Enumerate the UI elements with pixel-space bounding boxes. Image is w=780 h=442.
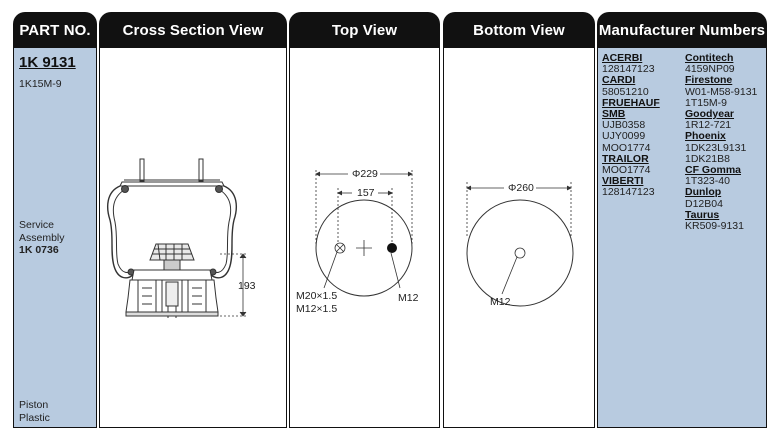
manufacturer-brand: Contitech: [685, 52, 734, 64]
top-view-column: Top View: [289, 12, 440, 428]
manufacturer-part-number: 1DK21B8: [685, 152, 730, 165]
manufacturer-part-number: MOO1774: [602, 164, 651, 177]
cross-section-drawing: 193: [107, 158, 256, 318]
cross-section-body: 193: [99, 48, 287, 428]
cross-section-header: Cross Section View: [99, 12, 287, 48]
top-view-left-label-1: M20×1.5: [296, 290, 337, 302]
manufacturer-brand: ACERBI: [602, 52, 643, 64]
service-label-2: Assembly: [19, 231, 65, 244]
manufacturer-brand: CF Gomma: [685, 164, 742, 177]
part-number: 1K 9131: [19, 54, 76, 71]
part-number-body: 1K 9131 1K15M-9 Service Assembly 1K 0736…: [13, 48, 97, 428]
bottom-view-drawing: Φ260 M12: [466, 182, 574, 308]
manufacturer-brand: CARDI: [602, 74, 636, 87]
service-assembly: Service Assembly 1K 0736: [19, 219, 65, 257]
top-view-header: Top View: [289, 12, 440, 48]
piston-label-1: Piston: [19, 399, 49, 411]
manufacturer-part-number: MOO1774: [602, 141, 651, 154]
manufacturer-brand: VIBERTI: [602, 175, 644, 188]
service-label-1: Service: [19, 219, 55, 231]
top-view-right-label: M12: [398, 292, 419, 304]
manufacturer-part-number: 128147123: [602, 63, 655, 76]
cross-section-height-label: 193: [238, 280, 256, 292]
manufacturer-part-number: D12B04: [685, 197, 723, 210]
service-number: 1K 0736: [19, 244, 59, 256]
cross-section-column: Cross Section View: [99, 12, 287, 428]
top-view-drawing: Φ229 157 M20×1.5 M12×1.5 M12: [296, 168, 419, 315]
manufacturer-part-number: 1DK23L9131: [685, 141, 747, 154]
manufacturer-brand: Firestone: [685, 74, 733, 87]
top-view-body: Φ229 157 M20×1.5 M12×1.5 M12: [289, 48, 440, 428]
bottom-view-body: Φ260 M12: [443, 48, 595, 428]
piston-label-2: Plastic: [19, 411, 50, 424]
manufacturer-brand: Dunlop: [685, 186, 722, 199]
bottom-view-label: M12: [490, 296, 511, 308]
piston-info: Piston Plastic: [19, 399, 50, 424]
manufacturer-brand: FRUEHAUF: [602, 96, 660, 109]
manufacturer-part-number: 128147123: [602, 186, 655, 199]
part-number-header: PART NO.: [13, 12, 97, 48]
manufacturer-part-number: UJY0099: [602, 130, 646, 143]
bottom-view-column: Bottom View Φ260 M12: [443, 12, 595, 428]
manufacturer-brand: TRAILOR: [602, 152, 649, 165]
manufacturer-part-number: 1T323-40: [685, 175, 730, 188]
part-alt-number: 1K15M-9: [19, 78, 62, 90]
top-view-inner-dim: 157: [357, 187, 375, 199]
bottom-view-header: Bottom View: [443, 12, 595, 48]
manufacturer-part-number: 1R12-721: [685, 119, 732, 132]
manufacturer-part-number: KR509-9131: [685, 220, 744, 233]
manufacturer-brand: Taurus: [685, 208, 720, 221]
bottom-view-dia: Φ260: [508, 182, 534, 194]
manufacturer-header: Manufacturer Numbers: [597, 12, 767, 48]
top-view-outer-dia: Φ229: [352, 168, 378, 180]
manufacturer-part-number: 1T15M-9: [685, 96, 728, 109]
manufacturer-part-number: W01-M58-9131: [685, 85, 758, 98]
part-number-column: PART NO. 1K 9131 1K15M-9 Service Assembl…: [13, 12, 97, 428]
manufacturer-part-number: 4159NP09: [685, 63, 735, 76]
manufacturer-brand: Goodyear: [685, 108, 735, 121]
manufacturer-part-number: UJB0358: [602, 119, 646, 132]
manufacturer-part-number: 58051210: [602, 85, 649, 98]
manufacturer-brand: Phoenix: [685, 130, 726, 143]
manufacturer-brand: SMB: [602, 108, 626, 121]
top-view-left-label-2: M12×1.5: [296, 303, 337, 315]
